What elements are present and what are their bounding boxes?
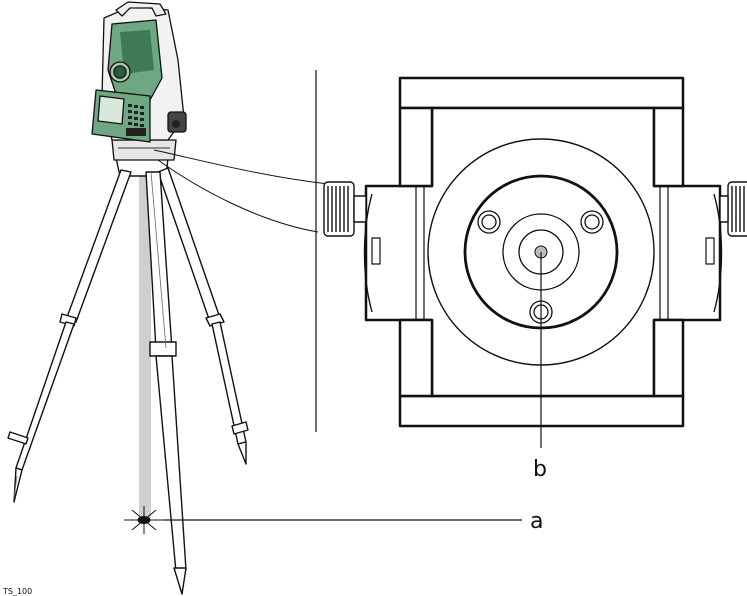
figure-id: TS_100	[2, 587, 32, 596]
corner-block-bl	[398, 318, 434, 398]
foot-screw-2	[580, 210, 604, 234]
instrument-handle	[115, 1, 167, 17]
corner-block-tl	[398, 106, 434, 188]
keypad	[126, 104, 146, 136]
tribrach-top-view	[323, 76, 747, 428]
ground-point-marker	[124, 506, 164, 534]
tribrach	[111, 139, 177, 161]
tripod	[7, 157, 249, 595]
total-station	[91, 1, 187, 161]
corner-block-br	[652, 318, 685, 398]
clamp-knob-right	[719, 181, 747, 237]
display-screen	[97, 95, 125, 125]
tripod-leg-left	[7, 169, 132, 503]
frame-top	[398, 76, 685, 110]
tripod-leg-front	[145, 171, 187, 595]
foot-screw-1	[477, 210, 501, 234]
zoom-leader-lines	[153, 149, 329, 233]
tripod-leg-right	[157, 167, 249, 465]
label-b: b	[533, 457, 547, 482]
side-tab-right	[705, 237, 715, 265]
side-tab-left	[371, 237, 381, 265]
label-a: a	[530, 509, 543, 534]
corner-block-tr	[652, 106, 685, 188]
laser-beam	[139, 170, 151, 518]
clamp-knob-left	[323, 181, 367, 237]
